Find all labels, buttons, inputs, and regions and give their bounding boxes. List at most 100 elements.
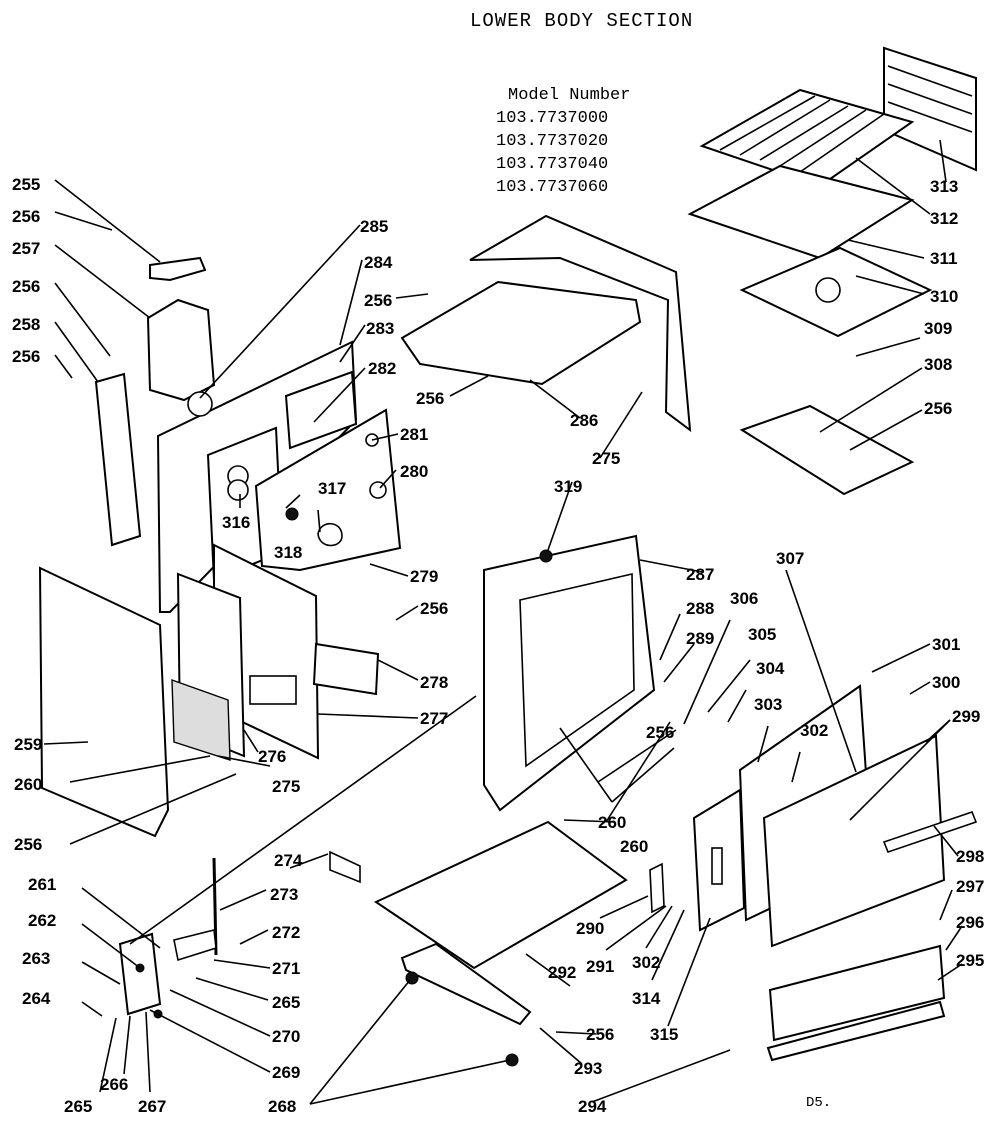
callout-300: 300 — [932, 673, 960, 692]
callout-297: 297 — [956, 877, 984, 896]
callout-256: 256 — [646, 723, 674, 742]
part-286-top-frame — [400, 280, 642, 386]
part-259-side-panel — [38, 566, 170, 838]
part-268-leveler — [505, 1053, 519, 1067]
leader-line — [639, 559, 703, 573]
part-292-bottom-plate — [373, 820, 628, 970]
model-number: 103.7737020 — [496, 132, 609, 151]
callout-262: 262 — [28, 911, 56, 930]
leader-line — [69, 755, 211, 783]
callout-256: 256 — [416, 389, 444, 408]
model-number-list: Model Number 103.7737000 103.7737020 103… — [496, 84, 630, 199]
leader-line — [819, 367, 923, 433]
leader-line — [449, 375, 489, 397]
part-290-hinge — [649, 862, 665, 914]
callout-313: 313 — [930, 177, 958, 196]
callout-256: 256 — [420, 599, 448, 618]
callout-288: 288 — [686, 599, 714, 618]
callout-285: 285 — [360, 217, 388, 236]
leader-line — [339, 324, 366, 363]
leader-line — [555, 1031, 597, 1035]
part-293-kick-plate — [400, 942, 532, 1026]
leader-line — [847, 239, 925, 259]
callout-310: 310 — [930, 287, 958, 306]
leader-line — [285, 494, 301, 509]
leader-line — [313, 367, 366, 423]
callout-308: 308 — [924, 355, 952, 374]
callout-270: 270 — [272, 1027, 300, 1046]
leader-line — [855, 157, 931, 215]
leader-line — [54, 211, 113, 231]
part-289-door-window — [519, 572, 635, 768]
callout-287: 287 — [686, 565, 714, 584]
callout-298: 298 — [956, 847, 984, 866]
part-313-rib — [887, 83, 973, 115]
leader-line — [54, 179, 161, 263]
callout-306: 306 — [730, 589, 758, 608]
callout-292: 292 — [548, 963, 576, 982]
leader-line — [217, 755, 271, 767]
part-279-panel — [254, 408, 402, 572]
leader-line — [81, 887, 161, 949]
callout-316: 316 — [222, 513, 250, 532]
callout-307: 307 — [776, 549, 804, 568]
leader-line — [849, 409, 923, 451]
callout-271: 271 — [272, 959, 300, 978]
part-300-door-glass — [762, 734, 946, 948]
callout-304: 304 — [756, 659, 785, 678]
part-272-link — [173, 929, 217, 962]
model-number-heading: Model Number — [508, 86, 631, 105]
leader-line — [605, 905, 667, 951]
leader-line — [591, 1049, 731, 1103]
callout-267: 267 — [138, 1097, 166, 1116]
leader-line — [81, 923, 141, 969]
callout-259: 259 — [14, 735, 42, 754]
leader-line — [727, 689, 747, 723]
leader-line — [791, 751, 801, 783]
model-number: 103.7737000 — [496, 109, 609, 128]
leader-line — [945, 925, 963, 951]
leader-line — [54, 321, 99, 383]
leader-line — [785, 569, 857, 773]
callout-274: 274 — [274, 851, 303, 870]
leader-line — [939, 889, 953, 921]
callout-290: 290 — [576, 919, 604, 938]
callout-256: 256 — [586, 1025, 614, 1044]
part-275-cabinet-back — [469, 214, 692, 433]
callout-260: 260 — [598, 813, 626, 832]
callout-273: 273 — [270, 885, 298, 904]
leader-line — [243, 729, 259, 753]
leader-line — [69, 773, 237, 845]
callout-269: 269 — [272, 1063, 300, 1082]
leader-line — [54, 354, 73, 379]
leader-line — [123, 1015, 131, 1075]
leader-line — [855, 337, 921, 357]
part-285-grommet — [187, 391, 213, 417]
part-308-shelf — [739, 404, 915, 496]
part-263-hinge — [118, 932, 162, 1016]
callout-315: 315 — [650, 1025, 678, 1044]
leader-line — [707, 659, 751, 713]
callout-296: 296 — [956, 913, 984, 932]
part-258-side-strip — [94, 372, 142, 547]
leader-line — [219, 889, 267, 911]
leader-line — [54, 282, 111, 357]
leader-line — [757, 725, 769, 763]
leader-line — [169, 989, 271, 1037]
part-275-insulation — [171, 678, 231, 761]
leader-line — [339, 259, 363, 346]
part-257-trim — [146, 298, 216, 402]
callout-256: 256 — [12, 207, 40, 226]
leader-line — [289, 853, 329, 869]
callout-283: 283 — [366, 319, 394, 338]
leader-line — [239, 929, 269, 945]
leader-line — [81, 1001, 103, 1017]
callout-294: 294 — [578, 1097, 607, 1116]
callout-272: 272 — [272, 923, 300, 942]
leader-line — [937, 963, 963, 981]
part-drawings — [38, 46, 978, 1067]
leader-line — [145, 1011, 151, 1093]
callout-281: 281 — [400, 425, 428, 444]
